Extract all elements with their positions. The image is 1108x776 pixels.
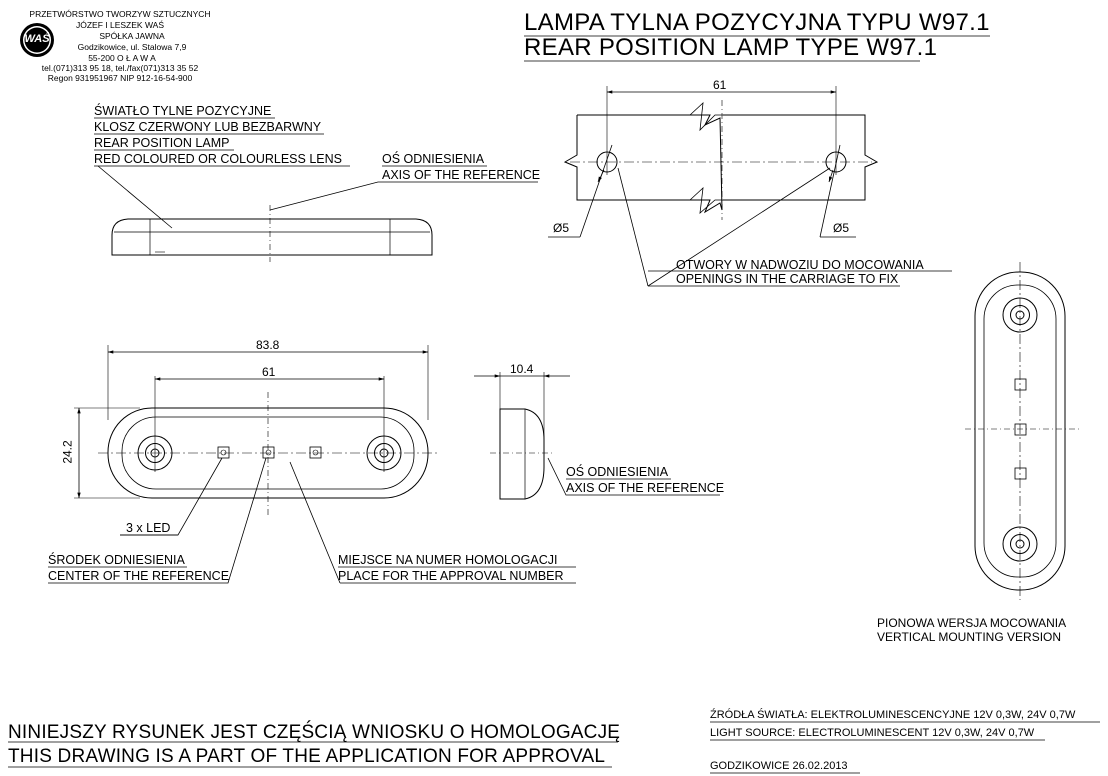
label-approval-en: PLACE FOR THE APPROVAL NUMBER: [338, 569, 564, 583]
label-approval-pl: MIEJSCE NA NUMER HOMOLOGACJI: [338, 553, 558, 567]
company-address: Godzikowice, ul. Stalowa 7,9: [77, 42, 187, 52]
dim-height: 24.2: [60, 440, 75, 464]
underlines: [8, 35, 1100, 774]
label-vertical-en: VERTICAL MOUNTING VERSION: [877, 630, 1062, 644]
footer-note-pl: NINIEJSZY RYSUNEK JEST CZĘŚCIĄ WNIOSKU O…: [8, 722, 621, 743]
label-lens-pl: KLOSZ CZERWONY LUB BEZBARWNY: [94, 120, 322, 134]
label-lamp-pl: ŚWIATŁO TYLNE POZYCYJNE: [94, 104, 272, 118]
label-center-pl: ŚRODEK ODNIESIENIA: [48, 553, 185, 567]
title-english: REAR POSITION LAMP TYPE W97.1: [524, 34, 938, 61]
lens-leader: [94, 165, 538, 229]
label-axis-top-pl: OŚ ODNIESIENIA: [382, 152, 485, 166]
label-axis-mid-en: AXIS OF THE REFERENCE: [566, 481, 725, 495]
label-lens-en: RED COLOURED OR COLOURLESS LENS: [94, 152, 342, 166]
front-dimensions: [77, 350, 429, 499]
dim-overall-length: 83.8: [256, 338, 280, 352]
axis-mid-leader: [547, 457, 720, 496]
lamp-front-view: [74, 345, 440, 515]
logo-text: WAŚ: [24, 33, 50, 45]
dim-hole-spacing-front: 61: [262, 365, 276, 379]
company-phone: tel.(071)313 95 18, tel./fax(071)313 35 …: [41, 63, 199, 73]
label-lamp-en: REAR POSITION LAMP: [94, 136, 230, 150]
lamp-side-view: [111, 205, 433, 262]
company-name-line1: PRZETWÓRSTWO TWORZYW SZTUCZNYCH: [29, 9, 211, 19]
label-axis-top-en: AXIS OF THE REFERENCE: [382, 168, 541, 182]
company-name-line2: JÓZEF I LESZEK WAŚ: [75, 20, 164, 30]
footer-note-en: THIS DRAWING IS A PART OF THE APPLICATIO…: [8, 746, 606, 767]
hole-diameter-leaders: [548, 144, 952, 287]
company-postcode: 55-200 O Ł A W A: [88, 53, 156, 63]
light-source-pl: ŹRÓDŁA ŚWIATŁA: ELEKTROLUMINESCENCYJNE 1…: [710, 709, 1076, 721]
vertical-mounting-view: [965, 262, 1080, 600]
label-led: 3 x LED: [126, 521, 171, 535]
dim-depth: 10.4: [510, 362, 534, 376]
label-center-en: CENTER OF THE REFERENCE: [48, 569, 230, 583]
dim-hole-right: Ø5: [833, 221, 850, 235]
dim-hole-left: Ø5: [553, 221, 570, 235]
label-vertical-pl: PIONOWA WERSJA MOCOWANIA: [877, 616, 1067, 630]
title-polish: LAMPA TYLNA POZYCYJNA TYPU W97.1: [524, 9, 990, 36]
label-openings-pl: OTWORY W NADWOZIU DO MOCOWANIA: [676, 258, 924, 272]
company-name-line3: SPÓŁKA JAWNA: [99, 31, 165, 41]
dim-hole-spacing-top: 61: [713, 78, 727, 92]
company-regon: Regon 931951967 NIP 912-16-54-900: [47, 73, 193, 83]
carriage-view: [563, 86, 879, 220]
label-openings-en: OPENINGS IN THE CARRIAGE TO FIX: [676, 272, 899, 286]
label-axis-mid-pl: OŚ ODNIESIENIA: [566, 465, 669, 479]
light-source-en: LIGHT SOURCE: ELECTROLUMINESCENT 12V 0,3…: [710, 727, 1035, 739]
place-date: GODZIKOWICE 26.02.2013: [710, 760, 848, 772]
company-logo: [20, 23, 54, 57]
lamp-profile-view: [490, 372, 554, 500]
